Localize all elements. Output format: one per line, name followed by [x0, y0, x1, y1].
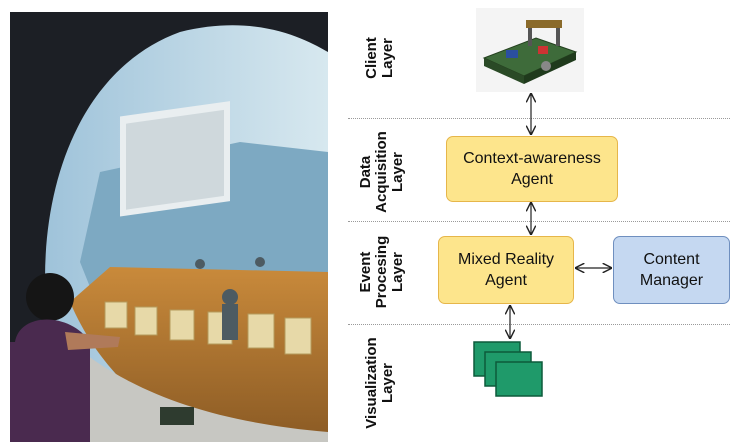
mixed-reality-agent: Mixed Reality Agent [438, 236, 574, 304]
robot-board-image [476, 8, 584, 92]
content-manager: Content Manager [613, 236, 730, 304]
layer-separator [348, 324, 730, 325]
visualization-windows-icon [472, 340, 548, 400]
connector-arrows [340, 0, 732, 447]
layer-separator [348, 118, 730, 119]
layer-separator [348, 221, 730, 222]
photo-dome-display [10, 12, 328, 442]
architecture-diagram: Client Layer Data Acquisition Layer Even… [340, 0, 732, 447]
context-awareness-agent: Context-awareness Agent [446, 136, 618, 202]
photo-dome-illustration [10, 12, 328, 442]
